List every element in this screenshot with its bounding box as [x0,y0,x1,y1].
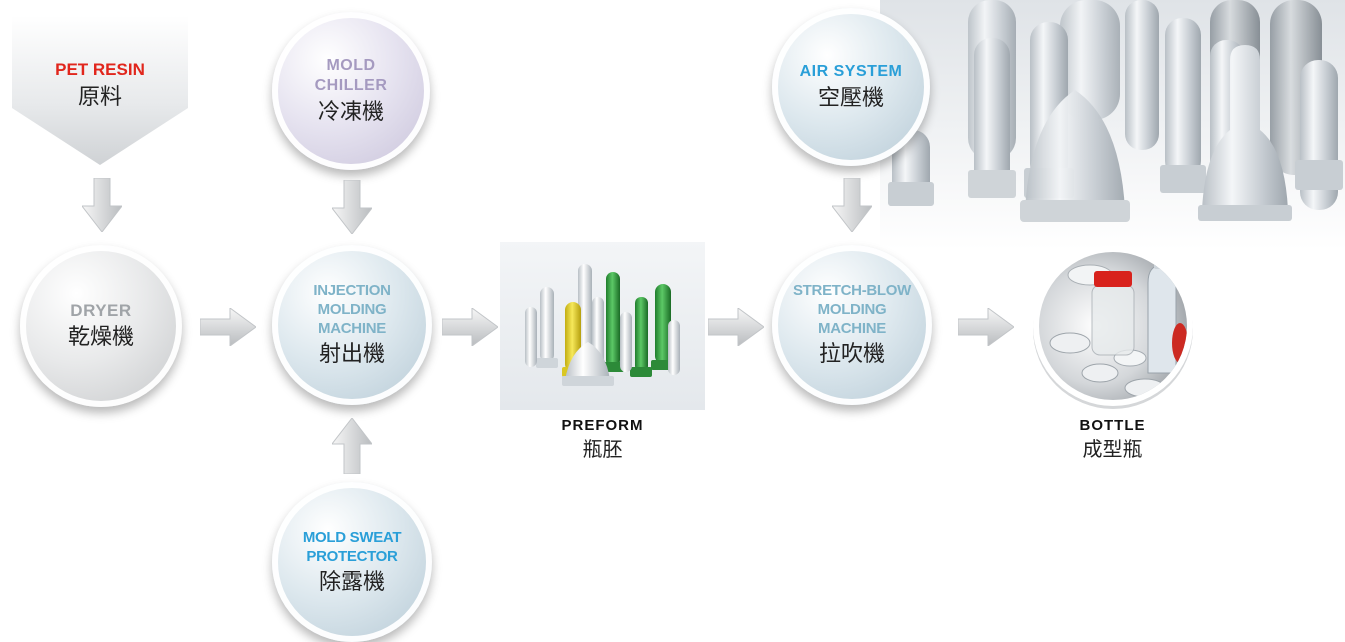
injection-molding-label: INJECTION MOLDING MACHINE [313,282,391,337]
preform-zh: 瓶胚 [582,437,623,461]
stretch-blow-molding-zh: 拉吹機 [818,342,885,367]
preform-caption: PREFORM 瓶胚 [520,416,685,462]
mold-chiller-label: MOLD CHILLER [314,56,388,94]
mold-chiller-zh: 冷凍機 [317,99,384,125]
air-system-zh: 空壓機 [817,85,884,111]
dryer-node: DRYER 乾燥機 [20,245,182,407]
mold-chiller-node: MOLD CHILLER 冷凍機 [272,12,430,170]
stretch-blow-molding-label: STRETCH-BLOW MOLDING MACHINE [792,282,912,337]
arrow-up-sweat-to-injection [332,418,372,474]
bottle-caption: BOTTLE 成型瓶 [1040,416,1185,462]
mold-sweat-protector-label: MOLD SWEAT PROTECTOR [302,528,402,565]
arrow-right-dryer-to-injection [200,308,256,346]
pet-resin-node: PET RESIN 原料 [12,60,188,112]
injection-molding-node: INJECTION MOLDING MACHINE 射出機 [272,245,432,405]
arrow-down-resin-to-dryer [82,178,122,232]
air-system-node: AIR SYSTEM 空壓機 [772,8,930,166]
bottle-photo [1033,246,1193,409]
arrow-down-air-to-stretch [832,178,872,232]
pet-resin-zh: 原料 [77,85,122,110]
bottle-label: BOTTLE [1079,417,1146,434]
preform-label: PREFORM [561,417,644,434]
preform-background-photo [880,0,1345,250]
injection-molding-zh: 射出機 [318,342,385,367]
dryer-zh: 乾燥機 [67,324,134,350]
preform-photo [500,242,705,410]
arrow-right-preform-to-stretch [708,308,764,346]
arrow-down-chiller-to-injection [332,180,372,234]
stretch-blow-molding-node: STRETCH-BLOW MOLDING MACHINE 拉吹機 [772,245,932,405]
mold-sweat-protector-node: MOLD SWEAT PROTECTOR 除露機 [272,482,432,642]
pet-resin-label: PET RESIN [55,60,145,79]
mold-sweat-protector-zh: 除露機 [318,569,385,595]
air-system-label: AIR SYSTEM [799,62,903,80]
bottle-zh: 成型瓶 [1082,437,1143,461]
dryer-label: DRYER [70,300,132,320]
arrow-right-stretch-to-bottle [958,308,1014,346]
arrow-right-injection-to-preform [442,308,498,346]
